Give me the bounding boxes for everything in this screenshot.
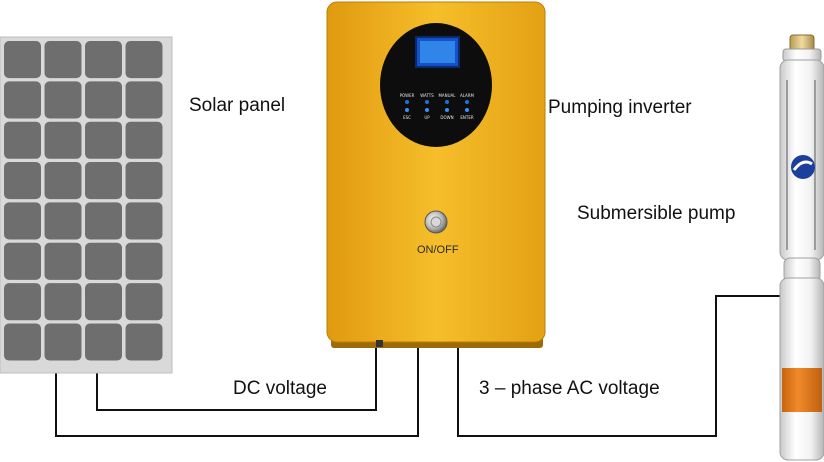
- dc-voltage-label: DC voltage: [233, 378, 327, 399]
- solar-cell: [4, 41, 41, 79]
- status-led-watts-icon: [425, 100, 429, 104]
- solar-cell: [125, 323, 163, 361]
- dc-wire-outer: [55, 343, 419, 437]
- control-panel-oval: [380, 23, 492, 147]
- solar-cell: [44, 121, 82, 159]
- solar-cells: [4, 41, 163, 361]
- solar-cell: [44, 41, 82, 79]
- key-label-esc: ESC: [403, 115, 411, 120]
- solar-cell: [85, 121, 122, 159]
- status-led-power-icon: [405, 100, 409, 104]
- dc-wire-inner: [96, 343, 377, 411]
- solar-cell: [4, 81, 41, 119]
- solar-cell: [125, 121, 163, 159]
- key-esc-button[interactable]: [405, 108, 409, 112]
- solar-cell: [44, 283, 82, 321]
- solar-cell: [44, 81, 82, 119]
- status-label-manual: MANUAL: [438, 93, 456, 98]
- key-down-button[interactable]: [445, 108, 449, 112]
- status-led-manual-icon: [445, 100, 449, 104]
- ac-wire-1: [457, 295, 792, 437]
- key-enter-button[interactable]: [465, 108, 469, 112]
- key-label-enter: ENTER: [460, 115, 474, 120]
- solar-cell: [44, 323, 82, 361]
- solar-cell: [4, 283, 41, 321]
- wiring: [55, 295, 792, 437]
- solar-cell: [125, 202, 163, 240]
- key-label-up: UP: [424, 115, 430, 120]
- solar-cell: [125, 81, 163, 119]
- solar-cell: [85, 283, 122, 321]
- solar-cell: [125, 283, 163, 321]
- status-led-alarm-icon: [465, 100, 469, 104]
- solar-cell: [85, 81, 122, 119]
- pump-orange-band: [782, 368, 822, 412]
- solar-cell: [85, 41, 122, 79]
- status-label-watts: WATTS: [420, 93, 434, 98]
- solar-cell: [44, 242, 82, 280]
- submersible-pump: [779, 34, 824, 461]
- solar-cell: [44, 162, 82, 200]
- key-label-down: DOWN: [440, 115, 454, 120]
- pumping-inverter-label: Pumping inverter: [548, 97, 692, 118]
- solar-cell: [4, 323, 41, 361]
- solar-cell: [125, 162, 163, 200]
- status-label-alarm: ALARM: [459, 93, 475, 98]
- solar-cell: [44, 202, 82, 240]
- solar-cell: [4, 202, 41, 240]
- solar-cell: [4, 242, 41, 280]
- ac-voltage-label: 3 – phase AC voltage: [479, 378, 660, 399]
- solar-cell: [125, 41, 163, 79]
- solar-cell: [85, 162, 122, 200]
- pumping-inverter: [326, 1, 546, 348]
- submersible-pump-label: Submersible pump: [577, 203, 736, 224]
- solar-cell: [4, 121, 41, 159]
- solar-cell: [85, 202, 122, 240]
- key-up-button[interactable]: [425, 108, 429, 112]
- solar-cell: [85, 323, 122, 361]
- solar-cell: [85, 242, 122, 280]
- status-label-power: POWER: [399, 93, 415, 98]
- solar-cell: [125, 242, 163, 280]
- solar-cell: [4, 162, 41, 200]
- onoff-label: ON/OFF: [417, 244, 459, 256]
- solar-panel: [0, 36, 173, 374]
- solar-panel-label: Solar panel: [189, 95, 286, 116]
